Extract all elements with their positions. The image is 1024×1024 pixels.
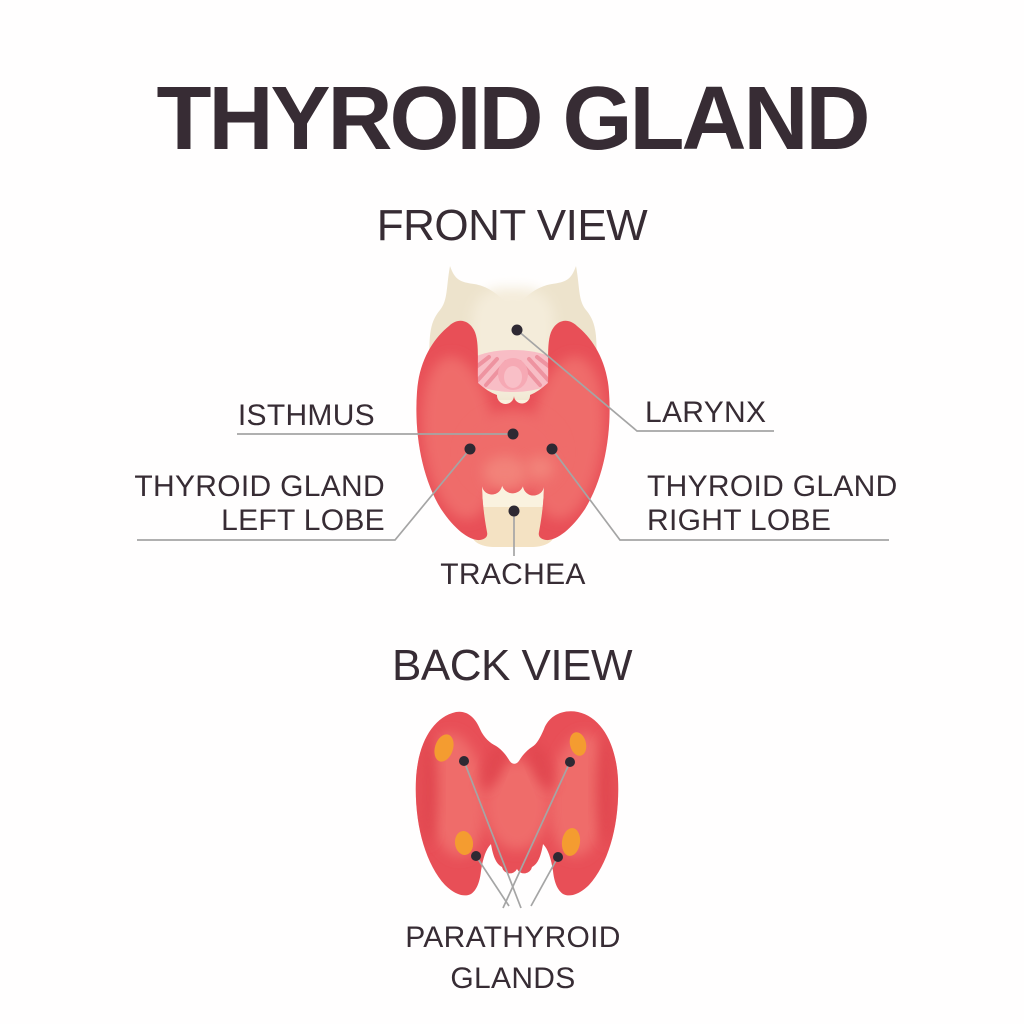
back-bridge-highlight — [485, 760, 549, 850]
front-view-illustration — [416, 266, 610, 547]
leader-line-parathyroid-1 — [463, 760, 522, 909]
trachea-ring-band — [470, 507, 556, 547]
back-view-heading: BACK VIEW — [392, 641, 633, 690]
label-trachea: TRACHEA — [440, 558, 585, 592]
parathyroid-gland-upper-right — [569, 732, 587, 756]
leader-lines — [137, 329, 889, 909]
leader-line-parathyroid-2 — [502, 761, 571, 909]
label-right-lobe-line2: RIGHT LOBE — [647, 504, 832, 537]
label-trachea-text: TRACHEA — [440, 558, 586, 591]
label-parathyroid-line2: GLANDS — [450, 962, 576, 995]
label-left-lobe-line2: LEFT LOBE — [221, 504, 385, 537]
label-isthmus: ISTHMUS — [238, 399, 375, 433]
label-larynx-text: LARYNX — [645, 396, 767, 429]
parathyroid-gland-lower-left — [454, 831, 474, 855]
marker-dot-parathyroid-ll — [471, 851, 481, 861]
label-isthmus-text: ISTHMUS — [237, 399, 375, 432]
label-larynx: LARYNX — [645, 396, 766, 430]
marker-dot-left-lobe — [464, 443, 476, 455]
isthmus-highlight-3 — [526, 456, 554, 480]
back-shade-left — [481, 740, 507, 790]
back-edge-shade-left — [418, 735, 438, 845]
thyroid-back-shading — [418, 733, 616, 857]
marker-dot-trachea — [508, 505, 520, 517]
label-parathyroid-line1: PARATHYROID — [405, 921, 621, 954]
marker-dot-parathyroid-lr — [553, 852, 563, 862]
leader-line-larynx — [516, 329, 774, 432]
isthmus-highlight-2 — [483, 456, 527, 488]
back-edge-shade-right — [596, 735, 616, 845]
label-thyroid-left-lobe: THYROID GLAND LEFT LOBE — [134, 470, 385, 538]
leader-line-parathyroid-4 — [530, 856, 559, 907]
back-view-illustration — [415, 711, 619, 896]
back-right-lobe-highlight — [549, 733, 611, 857]
marker-dot-parathyroid-ur — [565, 757, 575, 767]
membrane-center-blob-highlight — [504, 366, 522, 388]
back-left-lobe-highlight — [424, 733, 486, 857]
page-title: THYROID GLAND — [156, 69, 871, 169]
marker-dot-parathyroid-ul — [459, 756, 469, 766]
parathyroid-gland-lower-right — [561, 828, 581, 856]
marker-dots — [459, 324, 575, 862]
label-right-lobe-line1: THYROID GLAND — [647, 470, 898, 503]
leader-line-parathyroid-3 — [475, 855, 510, 907]
label-thyroid-right-lobe: THYROID GLAND RIGHT LOBE — [647, 470, 898, 538]
marker-dot-isthmus — [507, 428, 519, 440]
marker-dot-larynx — [511, 324, 523, 336]
parathyroid-glands — [434, 732, 587, 856]
back-shade-right — [528, 740, 554, 790]
label-parathyroid-glands: PARATHYROID GLANDS — [405, 917, 621, 999]
thyroid-front-shading — [421, 356, 605, 520]
marker-dot-right-lobe — [546, 443, 558, 455]
label-left-lobe-line1: THYROID GLAND — [134, 470, 385, 503]
front-view-heading: FRONT VIEW — [376, 201, 648, 250]
cricothyroid-membrane — [469, 350, 557, 392]
leader-line-right-lobe — [551, 448, 889, 541]
leader-line-left-lobe — [137, 448, 471, 541]
parathyroid-gland-upper-left — [434, 734, 454, 762]
